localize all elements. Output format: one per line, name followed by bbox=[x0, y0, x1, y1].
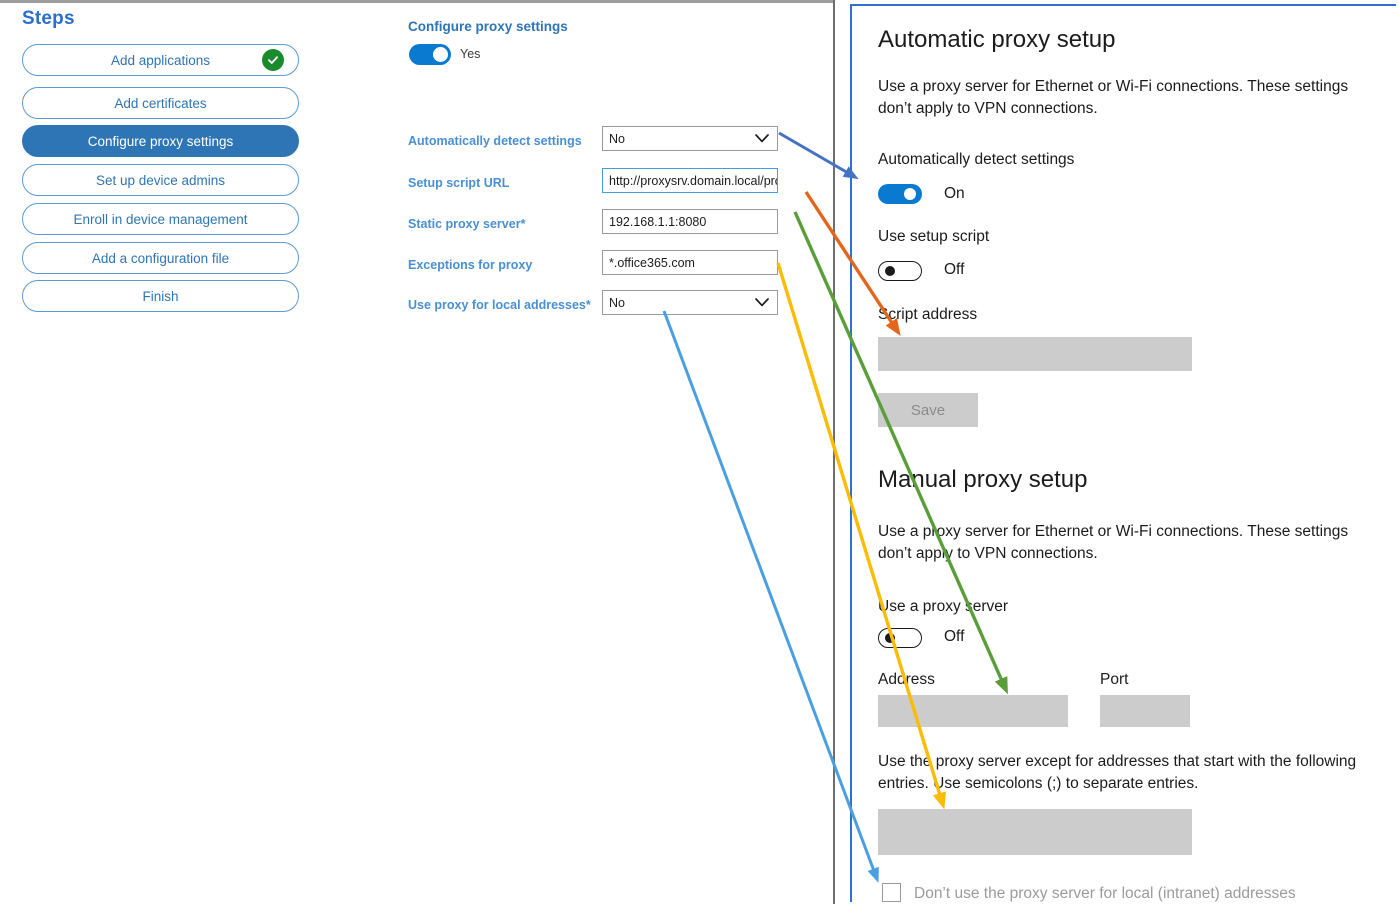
sidebar-item-add-a-configuration-file[interactable]: Add a configuration file bbox=[22, 242, 299, 274]
input-value: http://proxysrv.domain.local/proxy.pa bbox=[609, 173, 777, 188]
script-address-input[interactable] bbox=[878, 337, 1192, 371]
select-value: No bbox=[609, 295, 625, 310]
field-label-setup-script-url: Setup script URL bbox=[408, 176, 510, 190]
sidebar-item-label: Finish bbox=[142, 288, 179, 304]
use-a-proxy-server-toggle[interactable] bbox=[878, 628, 922, 648]
sidebar-item-set-up-device-admins[interactable]: Set up device admins bbox=[22, 164, 299, 196]
arrow-use-proxy-for-local-addresses bbox=[662, 310, 879, 883]
bypass-local-addresses-label: Don’t use the proxy server for local (in… bbox=[914, 885, 1296, 902]
use-a-proxy-server-label: Use a proxy server bbox=[878, 598, 1009, 615]
manual-proxy-setup-heading: Manual proxy setup bbox=[878, 466, 1088, 493]
arrow-automatically-detect-settings bbox=[778, 131, 859, 180]
toggle-knob bbox=[885, 633, 895, 643]
sidebar-item-label: Add applications bbox=[110, 52, 211, 68]
automatically-detect-settings-toggle[interactable] bbox=[878, 184, 922, 204]
script-address-label: Script address bbox=[878, 306, 978, 323]
sidebar-item-label: Set up device admins bbox=[95, 172, 226, 188]
field-label-exceptions-for-proxy: Exceptions for proxy bbox=[408, 258, 533, 272]
proxy-exceptions-description: Use the proxy server except for addresse… bbox=[878, 753, 1357, 792]
form-heading: Configure proxy settings bbox=[408, 19, 568, 34]
port-label: Port bbox=[1100, 671, 1129, 688]
configure-proxy-toggle[interactable] bbox=[409, 44, 451, 65]
page-title: Steps bbox=[22, 8, 75, 29]
save-button[interactable]: Save bbox=[878, 393, 978, 427]
address-label: Address bbox=[878, 671, 935, 688]
check-circle-icon bbox=[262, 49, 284, 71]
field-label-use-proxy-for-local-addresses: Use proxy for local addresses* bbox=[408, 298, 591, 312]
top-divider bbox=[0, 0, 833, 3]
sidebar-item-label: Add a configuration file bbox=[91, 250, 230, 266]
select-automatically-detect-settings[interactable]: No bbox=[602, 126, 778, 151]
field-label-static-proxy-server: Static proxy server* bbox=[408, 217, 526, 231]
bypass-local-addresses-checkbox[interactable] bbox=[882, 883, 901, 902]
input-value: 192.168.1.1:8080 bbox=[609, 214, 707, 229]
sidebar-item-add-applications[interactable]: Add applications bbox=[22, 44, 299, 76]
chevron-down-icon bbox=[755, 132, 769, 146]
automatically-detect-settings-label: Automatically detect settings bbox=[878, 151, 1075, 168]
toggle-knob bbox=[885, 266, 895, 276]
sidebar-item-add-certificates[interactable]: Add certificates bbox=[22, 87, 299, 119]
input-static-proxy-server[interactable]: 192.168.1.1:8080 bbox=[602, 209, 778, 234]
use-setup-script-toggle[interactable] bbox=[878, 261, 922, 281]
sidebar-item-label: Add certificates bbox=[114, 95, 207, 111]
sidebar-item-finish[interactable]: Finish bbox=[22, 280, 299, 312]
chevron-down-icon bbox=[755, 296, 769, 310]
configure-proxy-toggle-label: Yes bbox=[460, 47, 481, 61]
sidebar-item-enroll-in-device-management[interactable]: Enroll in device management bbox=[22, 203, 299, 235]
use-setup-script-state: Off bbox=[944, 261, 965, 278]
use-setup-script-label: Use setup script bbox=[878, 228, 990, 245]
automatic-proxy-setup-description: Use a proxy server for Ethernet or Wi-Fi… bbox=[878, 78, 1349, 117]
toggle-knob bbox=[904, 188, 916, 200]
field-label-automatically-detect-settings: Automatically detect settings bbox=[408, 134, 582, 148]
toggle-knob bbox=[433, 47, 448, 62]
sidebar-item-label: Configure proxy settings bbox=[87, 133, 234, 149]
input-setup-script-url[interactable]: http://proxysrv.domain.local/proxy.pa bbox=[602, 168, 778, 193]
input-value: *.office365.com bbox=[609, 255, 695, 270]
address-input[interactable] bbox=[878, 695, 1068, 727]
sidebar-item-label: Enroll in device management bbox=[73, 211, 248, 227]
port-input[interactable] bbox=[1100, 695, 1190, 727]
manual-proxy-setup-description: Use a proxy server for Ethernet or Wi-Fi… bbox=[878, 523, 1349, 562]
select-use-proxy-for-local-addresses[interactable]: No bbox=[602, 290, 778, 315]
proxy-exceptions-input[interactable] bbox=[878, 809, 1192, 855]
automatic-proxy-setup-heading: Automatic proxy setup bbox=[878, 26, 1116, 53]
windows-proxy-settings-panel: Automatic proxy setup Use a proxy server… bbox=[850, 4, 1396, 902]
input-exceptions-for-proxy[interactable]: *.office365.com bbox=[602, 250, 778, 275]
automatically-detect-settings-state: On bbox=[944, 185, 965, 202]
panel-divider bbox=[833, 0, 835, 904]
sidebar-item-configure-proxy-settings[interactable]: Configure proxy settings bbox=[22, 125, 299, 157]
select-value: No bbox=[609, 131, 625, 146]
use-a-proxy-server-state: Off bbox=[944, 628, 965, 645]
